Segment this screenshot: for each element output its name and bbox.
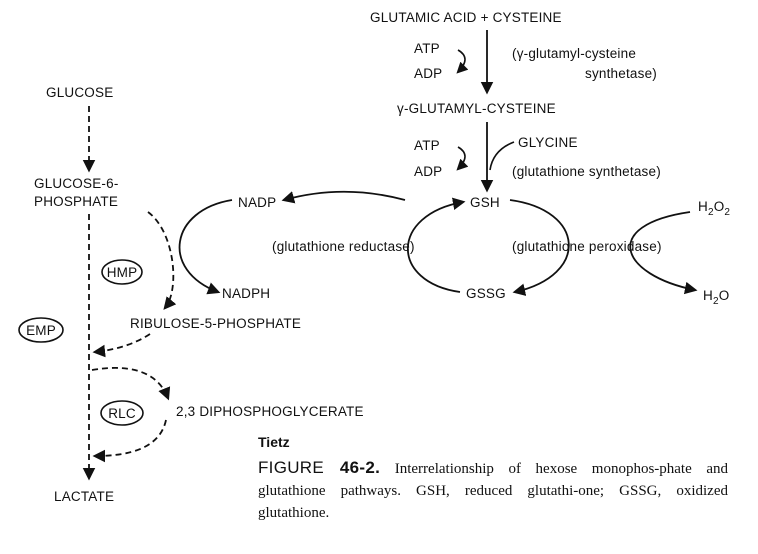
enzyme-1-line2: synthetase): [585, 66, 657, 81]
emp-label: EMP: [26, 323, 56, 338]
reductase-label: (glutathione reductase): [272, 239, 415, 254]
lactate-label: LACTATE: [54, 489, 114, 504]
adp-label-2: ADP: [414, 164, 442, 179]
gsh-label: GSH: [470, 195, 500, 210]
glycine-label: GLYCINE: [518, 135, 578, 150]
nadph-label: NADPH: [222, 286, 270, 301]
hmp-shunt-arrow: [147, 211, 177, 310]
nadp-to-nadph-arc: [178, 199, 233, 295]
gssg-to-gsh-arc: [407, 197, 466, 293]
atp-label-1: ATP: [414, 41, 440, 56]
caption-number: 46-2.: [339, 458, 381, 477]
gsh-to-gssg-arc: [509, 199, 570, 296]
nadp-label: NADP: [238, 195, 276, 210]
h2o-label: H2O: [703, 288, 729, 307]
gssg-label: GSSG: [466, 286, 506, 301]
adp-label-1: ADP: [414, 66, 442, 81]
rlc-label: RLC: [108, 406, 136, 421]
to-nadp-arc: [281, 190, 406, 204]
hmp-label: HMP: [107, 265, 138, 280]
caption-label-word: FIGURE: [258, 458, 340, 477]
enzyme-1-line1: (γ-glutamyl-cysteine: [512, 46, 636, 61]
g6p-line2: PHOSPHATE: [34, 194, 118, 209]
intermediate-label: γ-GLUTAMYL-CYSTEINE: [397, 101, 556, 116]
caption-label: FIGURE 46-2.: [258, 458, 380, 477]
rlc-return-arrow: [92, 419, 167, 463]
atp-adp-curve-2: [456, 146, 469, 171]
dpg-label: 2,3 DIPHOSPHOGLYCERATE: [176, 404, 364, 419]
atp-adp-curve-1: [456, 49, 469, 74]
ribulose-label: RIBULOSE-5-PHOSPHATE: [130, 316, 301, 331]
glucose-label: GLUCOSE: [46, 85, 113, 100]
rlc-out-arrow: [91, 367, 171, 401]
substrates-label: GLUTAMIC ACID + CYSTEINE: [370, 10, 562, 25]
figure-caption: FIGURE 46-2. Interrelationship of hexose…: [258, 457, 728, 524]
source-credit: Tietz: [258, 434, 290, 450]
peroxidase-label: (glutathione peroxidase): [512, 239, 662, 254]
ribulose-return-arrow: [92, 333, 151, 358]
rlc-ellipse: [100, 400, 144, 426]
enzyme-2-label: (glutathione synthetase): [512, 164, 661, 179]
glycine-join-line: [489, 141, 515, 171]
caption-text: Interrelationship of hexose monophos-pha…: [258, 461, 729, 521]
h2o2-to-h2o-arc: [629, 211, 698, 295]
atp-label-2: ATP: [414, 138, 440, 153]
emp-ellipse: [18, 317, 64, 343]
hmp-ellipse: [101, 259, 143, 285]
h2o2-label: H2O2: [698, 199, 730, 218]
g6p-line1: GLUCOSE-6-: [34, 176, 119, 191]
